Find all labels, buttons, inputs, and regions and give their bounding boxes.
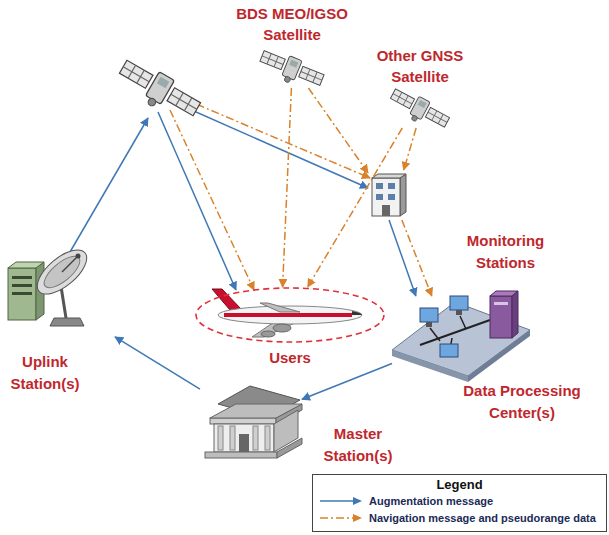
data-center-icon (426, 322, 432, 327)
uplink-station-icon (30, 242, 94, 302)
airplane-icon (212, 289, 362, 337)
augmentation-line (158, 112, 236, 290)
data-center-icon (440, 344, 458, 357)
node-label: BDS MEO/IGSO Satellite (227, 3, 357, 47)
connector-arrow (308, 88, 368, 173)
data-center-icon (420, 308, 438, 322)
data-center-icon (450, 296, 468, 310)
airplane-icon (260, 303, 300, 312)
satellite-icon (256, 46, 326, 94)
connector-arrow (389, 220, 416, 296)
legend-arrowhead (353, 497, 362, 505)
monitoring-station-icon (372, 178, 400, 216)
uplink-station-icon (8, 262, 44, 268)
data-center-icon (430, 328, 440, 341)
uplink-station-icon (12, 276, 32, 279)
monitoring-station-icon (388, 194, 395, 200)
legend-row: Navigation message and pseudorange data (319, 509, 600, 526)
satellite-node: Other GNSS Satellite (398, 90, 442, 128)
master-station-icon (214, 424, 274, 452)
legend-arrowhead (353, 514, 362, 522)
satellite-icon (386, 85, 451, 135)
monitoring-station-icon (376, 183, 383, 189)
master-station-icon (205, 452, 277, 458)
uplink-station-icon (8, 242, 94, 326)
node-label: Other GNSS Satellite (365, 45, 475, 89)
legend-text: Augmentation message (369, 495, 493, 507)
satellite-links (70, 98, 370, 290)
data-center-icon (460, 316, 466, 329)
connector-arrow (283, 88, 292, 287)
station-node: Monitoring Stations (368, 170, 406, 220)
dashed-ellipse (195, 287, 385, 343)
users-node: Users (195, 287, 385, 343)
legend-line-sample (319, 496, 363, 506)
airplane-icon (261, 331, 275, 337)
airplane-icon (224, 313, 352, 317)
data-center-icon (490, 296, 512, 338)
data-center-icon (420, 320, 490, 345)
legend-text: Navigation message and pseudorange data (369, 512, 596, 524)
data-center-icon (512, 291, 518, 338)
satellite-node: BDS MEO/IGSO Satellite (268, 48, 316, 88)
connector-arrow (402, 220, 432, 296)
data-center-icon (456, 310, 462, 315)
navigation-line (182, 98, 370, 178)
uplink-station-icon (62, 256, 78, 272)
monitoring-station-icon (400, 174, 406, 216)
monitoring-station-icon (388, 183, 395, 189)
connector-arrow (115, 337, 200, 389)
monitoring-station-icon (372, 174, 406, 178)
uplink-station-icon (39, 251, 84, 293)
legend-line-sample (320, 517, 355, 519)
connector-layer (115, 88, 432, 399)
uplink-station-icon (8, 268, 36, 320)
uplink-station-icon (50, 318, 84, 326)
uplink-line (70, 118, 148, 252)
legend-box: LegendAugmentation messageNavigation mes… (312, 474, 607, 532)
node-label: Master Station(s) (312, 423, 404, 467)
airplane-icon (352, 311, 362, 315)
data-center-node: Data Processing Center(s) (392, 296, 530, 376)
legend-line-sample (320, 500, 355, 502)
data-center-icon (392, 291, 530, 382)
node-label: Users (240, 347, 340, 369)
master-station-icon (253, 426, 258, 450)
master-station-icon (210, 418, 276, 424)
uplink-station-icon (12, 284, 32, 287)
uplink-station-icon (76, 254, 81, 259)
station-node: Master Station(s) (200, 385, 302, 460)
node-label: Data Processing Center(s) (447, 380, 597, 424)
augmentation-line (178, 104, 368, 188)
legend-row: Augmentation message (319, 492, 600, 509)
master-station-icon (277, 438, 302, 458)
legend-line-sample (319, 513, 363, 523)
geo-satellite-icon (113, 55, 203, 127)
master-station-icon (230, 426, 235, 450)
dashed-ellipse (196, 288, 384, 342)
station-node: Uplink Station(s) (5, 245, 115, 345)
master-station-icon (205, 386, 302, 458)
uplink-station-icon (12, 292, 32, 295)
connector-arrow (302, 363, 392, 399)
legend-title: Legend (319, 477, 600, 492)
monitoring-station-icon (382, 205, 390, 216)
monitoring-station-icon (376, 194, 383, 200)
master-station-icon (218, 426, 223, 450)
navigation-line (170, 110, 254, 290)
node-label: Monitoring Stations (448, 230, 563, 274)
connector-arrow (308, 128, 403, 287)
data-center-icon (494, 302, 508, 305)
connector-arrow (404, 128, 416, 170)
master-station-icon (265, 426, 270, 450)
monitoring-station-icon (372, 174, 406, 216)
airplane-icon (273, 324, 291, 332)
node-label: Uplink Station(s) (4, 351, 86, 395)
master-station-icon (239, 434, 249, 452)
